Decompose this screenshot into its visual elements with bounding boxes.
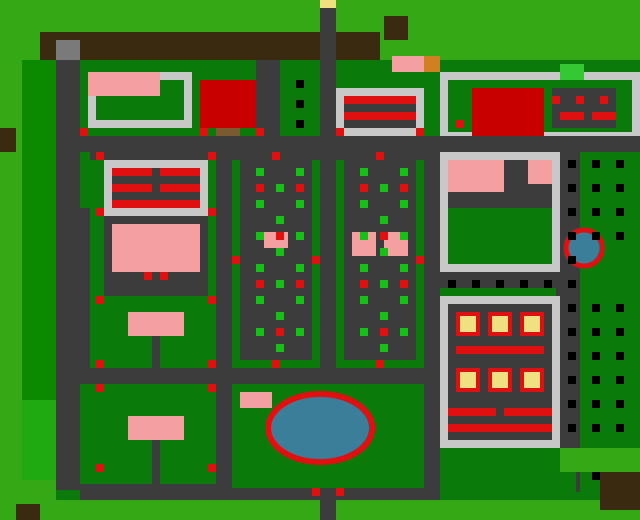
tree-dots	[256, 168, 408, 352]
pink-kiosk-1	[128, 312, 184, 336]
left-dark-grass	[22, 60, 60, 400]
orchard-block-1	[240, 160, 312, 360]
pink-hut	[392, 56, 424, 72]
orchard-block-2	[344, 160, 416, 360]
red-junction-markers	[80, 120, 464, 496]
black-marker-column	[296, 80, 304, 128]
bottom-right-dirt	[600, 470, 640, 510]
red-roof-building	[200, 80, 256, 128]
pink-roof	[88, 72, 160, 96]
pond	[265, 391, 375, 465]
pink-kiosk-2	[128, 416, 184, 440]
red-roof-building-right	[472, 88, 544, 136]
